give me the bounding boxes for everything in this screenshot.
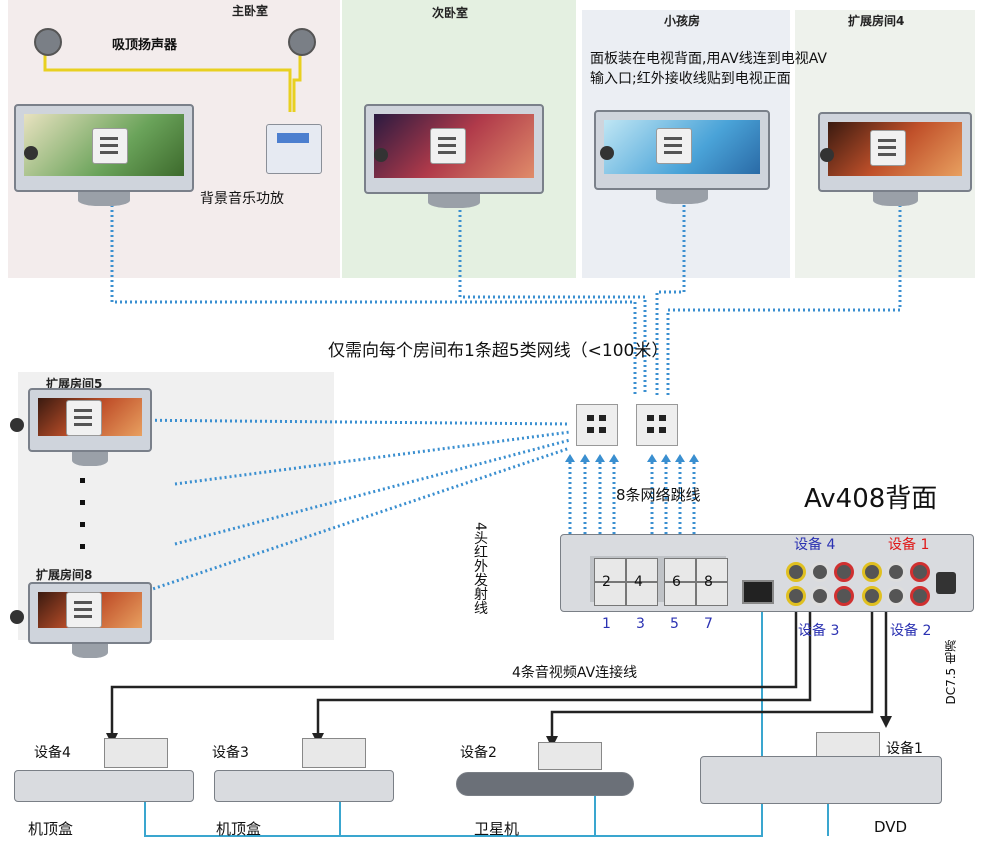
ir-receiver-icon bbox=[10, 610, 24, 624]
room-title-ext-room-4: 扩展房间4 bbox=[848, 14, 905, 28]
ir-receiver-icon bbox=[820, 148, 834, 162]
port-number: 7 bbox=[704, 616, 713, 632]
rca-jack-icon bbox=[834, 586, 854, 606]
room-title-ext-room-8: 扩展房间8 bbox=[36, 568, 93, 582]
dc-power-jack-icon bbox=[936, 572, 956, 594]
ellipsis-dot bbox=[80, 522, 85, 527]
device-4-port-label: 设备 4 bbox=[794, 537, 836, 553]
wall-panel bbox=[656, 128, 692, 164]
ceiling-speaker-icon bbox=[34, 28, 62, 56]
port-number: 8 bbox=[704, 574, 713, 590]
ir-output-port bbox=[742, 580, 774, 604]
device-4-name: 机顶盒 bbox=[28, 820, 74, 838]
room-title-ext-room-5: 扩展房间5 bbox=[46, 377, 103, 391]
rca-jack-icon bbox=[886, 562, 906, 582]
rca-connector-block bbox=[104, 738, 168, 768]
rca-jack-icon bbox=[834, 562, 854, 582]
room-title-master-bedroom: 主卧室 bbox=[232, 4, 269, 18]
patch-cables-label: 8条网络跳线 bbox=[616, 486, 701, 504]
ellipsis-dot bbox=[80, 500, 85, 505]
set-top-box-3 bbox=[214, 770, 394, 802]
device-rear-title: Av408背面 bbox=[804, 484, 938, 514]
port-number: 1 bbox=[602, 616, 611, 632]
rca-jack-icon bbox=[910, 586, 930, 606]
rca-jack-icon bbox=[886, 586, 906, 606]
ir-receiver-icon bbox=[24, 146, 38, 160]
device-3-name: 机顶盒 bbox=[216, 820, 262, 838]
rj45-port bbox=[594, 582, 626, 606]
power-label: DC7.5 电源 bbox=[944, 640, 958, 705]
wall-panel bbox=[430, 128, 466, 164]
room-title-kids-room: 小孩房 bbox=[664, 14, 701, 28]
set-top-box-4 bbox=[14, 770, 194, 802]
port-number: 5 bbox=[670, 616, 679, 632]
rca-jack-icon bbox=[810, 562, 830, 582]
panel-note-line1: 面板装在电视背面,用AV线连到电视AV bbox=[590, 51, 827, 67]
background-music-amplifier bbox=[266, 124, 322, 174]
device-2-label: 设备2 bbox=[460, 745, 497, 761]
rca-jack-icon bbox=[910, 562, 930, 582]
ir-receiver-icon bbox=[600, 146, 614, 160]
rj45-port bbox=[594, 558, 626, 582]
ir-emitter-label: 4头红外发射线 bbox=[472, 522, 488, 615]
device-1-port-label: 设备 1 bbox=[888, 537, 930, 553]
rca-connector-block bbox=[302, 738, 366, 768]
satellite-receiver bbox=[456, 772, 634, 796]
rj45-port bbox=[626, 582, 658, 606]
rj45-port bbox=[664, 582, 696, 606]
device-4-label: 设备4 bbox=[34, 745, 71, 761]
bg-music-amp-label: 背景音乐功放 bbox=[200, 191, 284, 207]
device-2-name: 卫星机 bbox=[474, 820, 520, 838]
wall-panel bbox=[66, 592, 102, 628]
rca-jack-icon bbox=[786, 562, 806, 582]
wall-panel bbox=[870, 130, 906, 166]
ellipsis-dot bbox=[80, 544, 85, 549]
ir-receiver-icon bbox=[374, 148, 388, 162]
rca-jack-icon bbox=[786, 586, 806, 606]
ceiling-speakers-label: 吸顶扬声器 bbox=[112, 38, 178, 53]
network-wall-jack bbox=[636, 404, 678, 446]
dvd-player bbox=[700, 756, 942, 804]
port-number: 6 bbox=[672, 574, 681, 590]
port-number: 3 bbox=[636, 616, 645, 632]
port-number: 4 bbox=[634, 574, 643, 590]
device-1-name: DVD bbox=[874, 818, 908, 836]
panel-note-line2: 输入口;红外接收线贴到电视正面 bbox=[590, 71, 791, 87]
ellipsis-dot bbox=[80, 478, 85, 483]
rj45-port bbox=[664, 558, 696, 582]
device-2-port-label: 设备 2 bbox=[890, 623, 932, 639]
rca-jack-icon bbox=[810, 586, 830, 606]
rj45-port bbox=[696, 582, 728, 606]
rj45-port bbox=[696, 558, 728, 582]
av-cables-label: 4条音视频AV连接线 bbox=[512, 665, 638, 681]
rj45-port bbox=[626, 558, 658, 582]
rca-connector-block bbox=[538, 742, 602, 770]
device-3-label: 设备3 bbox=[212, 745, 249, 761]
rca-jack-icon bbox=[862, 562, 882, 582]
ceiling-speaker-icon bbox=[288, 28, 316, 56]
rca-jack-icon bbox=[862, 586, 882, 606]
cable-note: 仅需向每个房间布1条超5类网线（<100米） bbox=[328, 341, 669, 361]
device-3-port-label: 设备 3 bbox=[798, 623, 840, 639]
ir-receiver-icon bbox=[10, 418, 24, 432]
device-1-label: 设备1 bbox=[886, 741, 923, 757]
wall-panel bbox=[92, 128, 128, 164]
room-title-second-bedroom: 次卧室 bbox=[432, 6, 469, 20]
network-wall-jack bbox=[576, 404, 618, 446]
port-number: 2 bbox=[602, 574, 611, 590]
wall-panel bbox=[66, 400, 102, 436]
